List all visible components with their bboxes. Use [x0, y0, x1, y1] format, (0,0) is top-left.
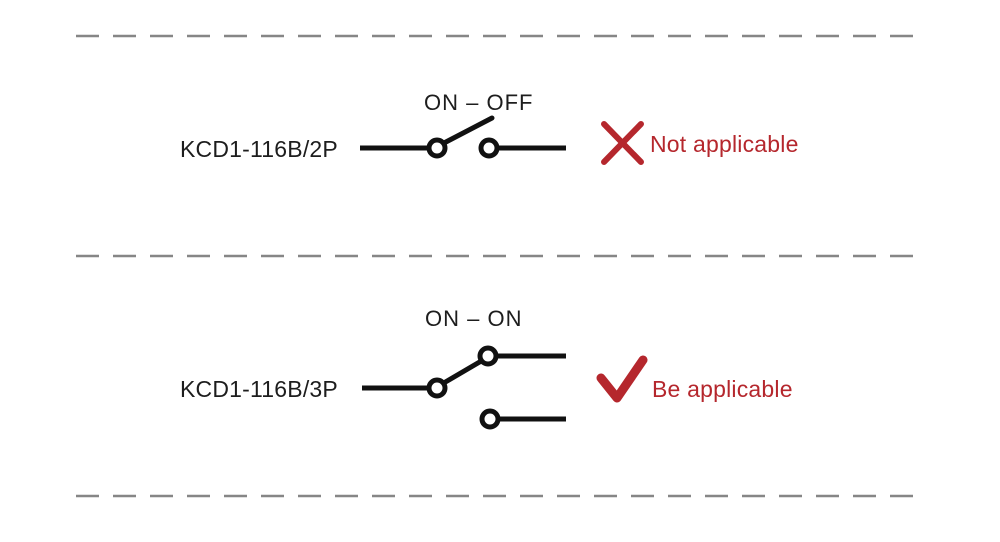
verdict-label-3p: Be applicable: [652, 376, 793, 402]
verdict-label-2p: Not applicable: [650, 131, 799, 157]
terminal-lower-3p: [479, 408, 501, 430]
mode-label-2p: ON – OFF: [424, 90, 534, 115]
terminal-pivot-3p: [426, 377, 448, 399]
cross-icon: [601, 121, 644, 165]
lever-open-2p: [441, 115, 495, 146]
lever-closed-3p: [439, 357, 486, 387]
mode-label-3p: ON – ON: [425, 306, 523, 331]
terminal-open-2p: [478, 137, 500, 159]
terminal-upper-3p: [477, 345, 499, 367]
switch-symbol-2p: [360, 115, 566, 159]
divider-group: [76, 34, 925, 498]
terminal-pivot-2p: [426, 137, 448, 159]
part-label-3p: KCD1-116B/3P: [180, 376, 338, 402]
check-icon: [596, 355, 648, 403]
part-label-2p: KCD1-116B/2P: [180, 136, 338, 162]
switch-symbol-3p: [362, 345, 566, 430]
